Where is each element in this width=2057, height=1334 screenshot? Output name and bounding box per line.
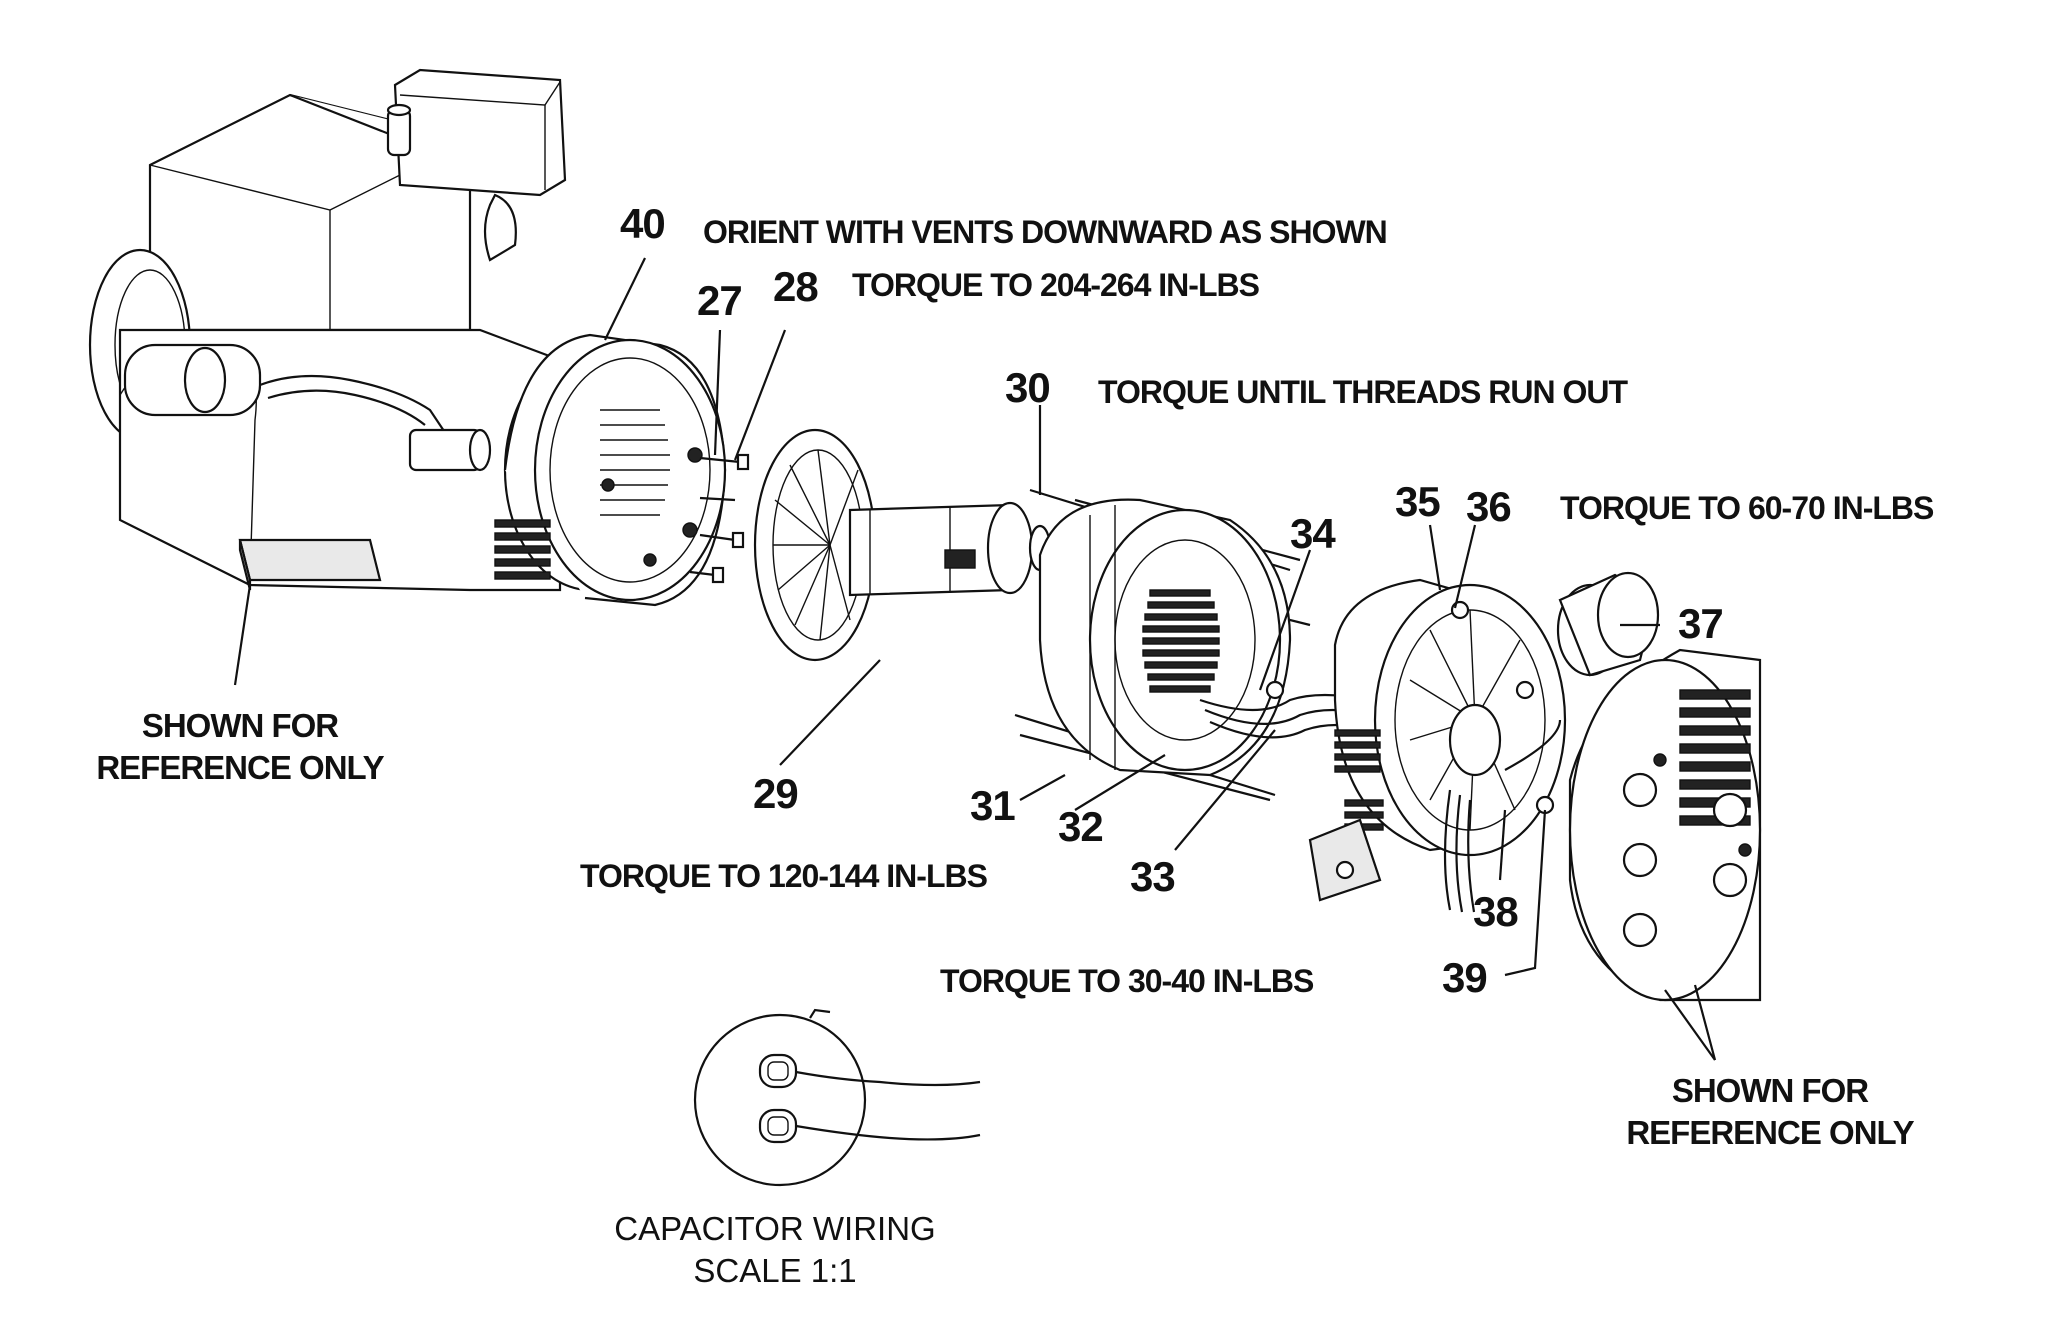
note-orient-vents: ORIENT WITH VENTS DOWNWARD AS SHOWN	[703, 214, 1388, 250]
capacitor-caption-line1: CAPACITOR WIRING	[614, 1210, 936, 1247]
part-35-end-bell	[1308, 578, 1567, 913]
callout-36: 36	[1466, 483, 1512, 530]
callout-34: 34	[1290, 510, 1336, 557]
reference-label-right: SHOWN FOR REFERENCE ONLY	[1590, 1070, 1950, 1154]
part-37-capacitor	[1556, 571, 1660, 677]
reference-right-line2: REFERENCE ONLY	[1626, 1114, 1914, 1151]
callout-38: 38	[1473, 888, 1519, 935]
callout-32: 32	[1058, 803, 1104, 850]
callout-39: 39	[1442, 954, 1488, 1001]
reference-label-left: SHOWN FOR REFERENCE ONLY	[60, 705, 420, 789]
callout-40: 40	[620, 200, 666, 247]
leader-lines	[233, 257, 1717, 1061]
callout-30: 30	[1005, 364, 1051, 411]
reference-left-line2: REFERENCE ONLY	[96, 749, 384, 786]
note-torque-30-40: TORQUE TO 30-40 IN-LBS	[940, 963, 1314, 999]
callout-28: 28	[773, 263, 819, 310]
reference-left-line1: SHOWN FOR	[141, 707, 339, 744]
part-40-adapter-housing	[494, 333, 727, 607]
note-torque-204-264: TORQUE TO 204-264 IN-LBS	[852, 267, 1260, 303]
note-torque-60-70: TORQUE TO 60-70 IN-LBS	[1560, 490, 1934, 526]
bolts-27-28	[689, 453, 750, 584]
callout-37: 37	[1678, 600, 1724, 647]
reference-right-line1: SHOWN FOR	[1671, 1072, 1869, 1109]
callout-33: 33	[1130, 853, 1176, 900]
capacitor-caption-line2: SCALE 1:1	[693, 1252, 857, 1289]
callout-31: 31	[970, 782, 1016, 829]
capacitor-wiring-caption: CAPACITOR WIRING SCALE 1:1	[580, 1208, 970, 1292]
capacitor-wiring-detail	[693, 1008, 981, 1187]
end-cover-reference-drawing	[1568, 648, 1762, 1002]
part-29-rotor-fan	[753, 428, 1060, 662]
callout-29: 29	[753, 770, 799, 817]
engine-reference-drawing	[88, 68, 567, 592]
callout-35: 35	[1395, 478, 1441, 525]
note-torque-threads: TORQUE UNTIL THREADS RUN OUT	[1098, 374, 1628, 410]
callout-27: 27	[697, 277, 743, 324]
part-31-stator	[1038, 498, 1292, 777]
note-torque-120-144: TORQUE TO 120-144 IN-LBS	[580, 858, 988, 894]
